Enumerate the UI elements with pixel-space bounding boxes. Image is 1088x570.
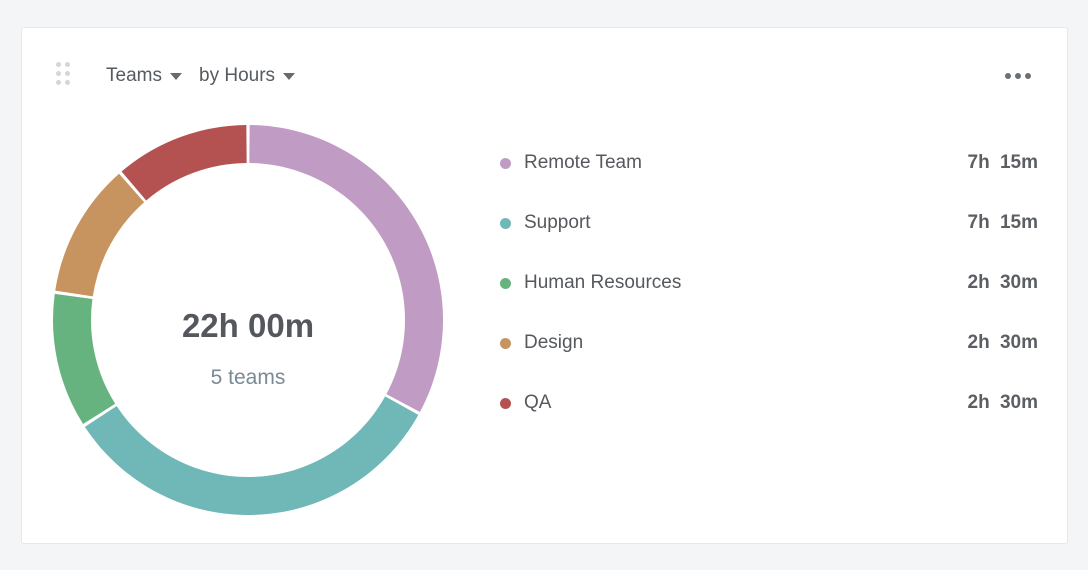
legend-item[interactable]: Design 2h 30m <box>500 313 1038 373</box>
group-by-label: Teams <box>106 65 162 86</box>
legend-label: QA <box>524 392 552 413</box>
legend-value: 2h 30m <box>967 332 1038 353</box>
legend-value: 2h 30m <box>967 392 1038 413</box>
legend-value: 7h 15m <box>967 212 1038 233</box>
legend-label: Support <box>524 212 591 233</box>
legend-swatch <box>500 277 511 289</box>
metric-label: by Hours <box>199 65 276 86</box>
donut-slice-qa[interactable] <box>121 125 247 201</box>
group-by-dropdown[interactable]: Teams <box>106 64 182 88</box>
legend-item[interactable]: Human Resources 2h 30m <box>500 253 1038 313</box>
legend-item[interactable]: QA 2h 30m <box>500 373 1038 433</box>
donut-chart: 22h 00m 5 teams <box>53 125 444 515</box>
total-hours: 22h 00m <box>182 307 314 344</box>
teams-count: 5 teams <box>211 366 286 389</box>
more-options-icon[interactable] <box>1005 68 1031 82</box>
legend-item[interactable]: Support 7h 15m <box>500 193 1038 253</box>
legend-label: Human Resources <box>524 272 682 293</box>
legend-label: Remote Team <box>524 152 642 173</box>
drag-handle-icon[interactable] <box>56 62 72 92</box>
caret-down-icon <box>169 72 182 80</box>
team-hours-widget: Teams by Hours 22h 00m 5 teams Remote Te… <box>21 27 1068 544</box>
legend-value: 2h 30m <box>967 272 1038 293</box>
donut-slice-design[interactable] <box>55 173 145 297</box>
legend-swatch <box>500 217 511 229</box>
donut-slice-support[interactable] <box>84 396 419 515</box>
legend-label: Design <box>524 332 584 353</box>
caret-down-icon <box>283 72 296 80</box>
legend-swatch <box>500 397 511 409</box>
metric-dropdown[interactable]: by Hours <box>199 64 296 88</box>
legend-item[interactable]: Remote Team 7h 15m <box>500 133 1038 193</box>
donut-slices <box>53 125 444 515</box>
legend-swatch <box>500 157 511 169</box>
donut-slice-remote-team[interactable] <box>249 125 444 412</box>
donut-slice-human-resources[interactable] <box>53 293 116 425</box>
legend-swatch <box>500 337 511 349</box>
legend-value: 7h 15m <box>967 152 1038 173</box>
